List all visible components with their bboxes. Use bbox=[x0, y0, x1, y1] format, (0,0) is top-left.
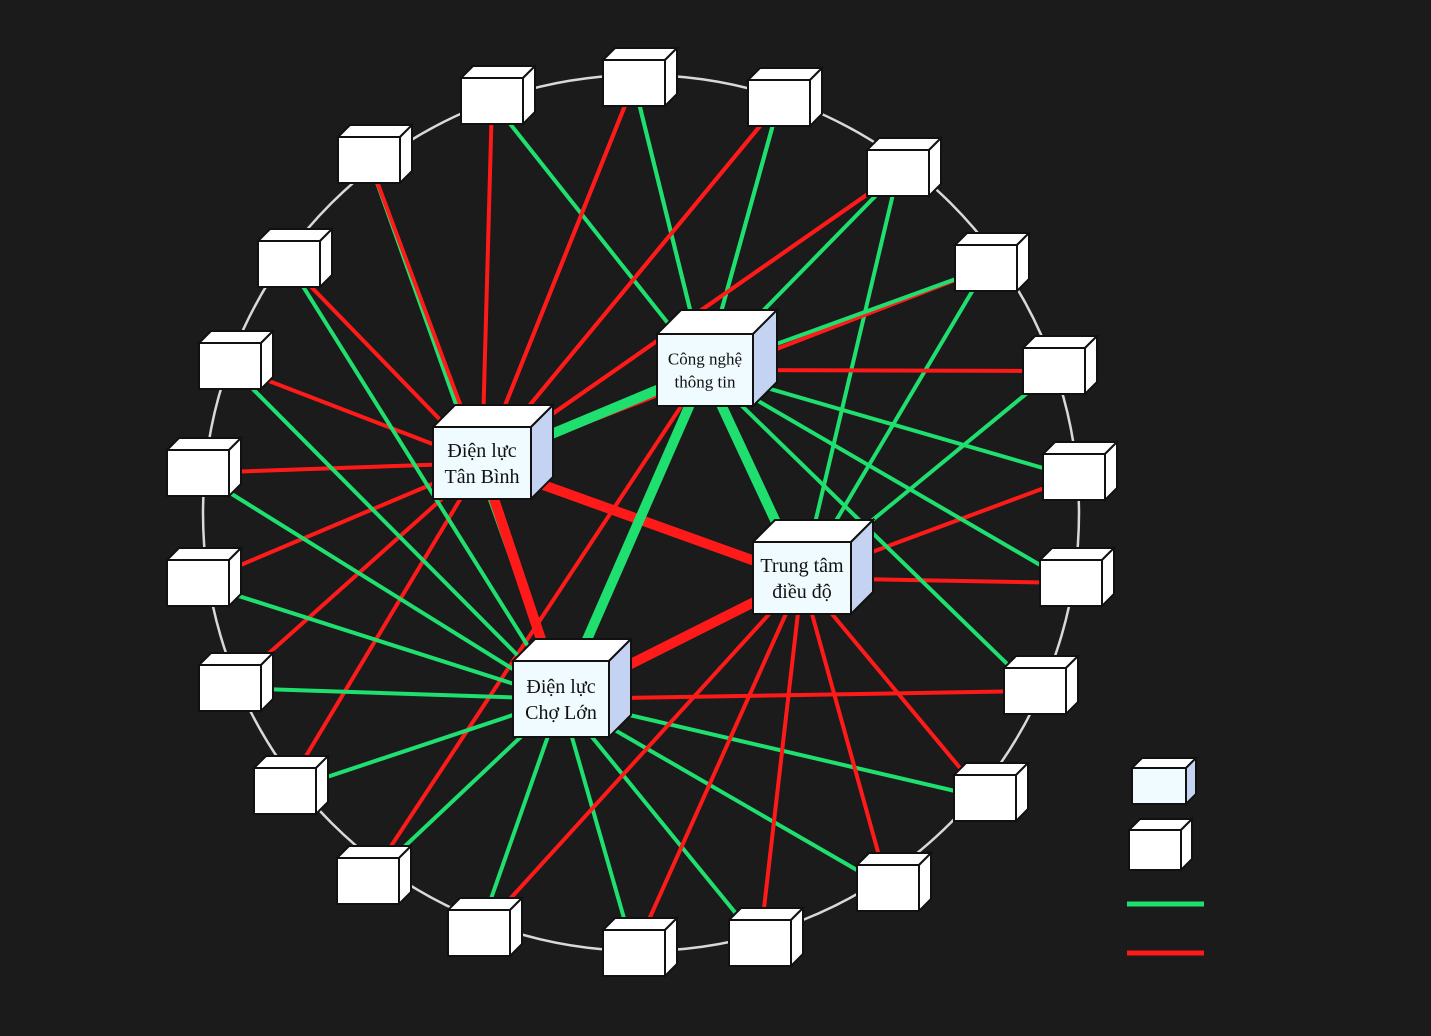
hub-label-trungtam-line-2: điều độ bbox=[772, 581, 831, 603]
outer-node-18-face bbox=[166, 449, 230, 497]
legend-hub-box-face bbox=[1131, 767, 1187, 805]
link-node-3-trungtam bbox=[800, 172, 900, 579]
hub-box-cntt-face bbox=[656, 333, 754, 407]
hub-cntt: Công nghệ thông tin bbox=[654, 307, 780, 409]
link-node-22-tanbinh bbox=[480, 100, 494, 464]
link-node-11-cholon bbox=[559, 697, 762, 945]
outer-node-4-face bbox=[954, 244, 1018, 292]
outer-node-16-face bbox=[198, 664, 262, 712]
outer-node-6-face bbox=[1042, 453, 1106, 501]
link-node-16-tanbinh bbox=[228, 461, 484, 690]
outer-node-19 bbox=[196, 328, 276, 392]
outer-node-18 bbox=[164, 435, 244, 499]
outer-node-21 bbox=[335, 122, 415, 186]
outer-node-13-face bbox=[447, 909, 511, 957]
outer-node-19-face bbox=[198, 342, 262, 390]
outer-node-9 bbox=[951, 760, 1031, 824]
outer-node-5-face bbox=[1022, 347, 1086, 395]
link-node-13-trungtam bbox=[477, 576, 804, 935]
outer-node-8 bbox=[1001, 653, 1081, 717]
outer-node-6 bbox=[1040, 439, 1120, 503]
outer-nodes-layer bbox=[164, 45, 1120, 979]
hub-box-cntt bbox=[654, 307, 780, 409]
outer-node-4 bbox=[952, 230, 1032, 294]
outer-node-10 bbox=[854, 850, 934, 914]
hub-label-trungtam-line-1: Trung tâm bbox=[760, 555, 844, 577]
link-node-20-cholon bbox=[287, 262, 563, 701]
hub-label-cntt-line-2: thông tin bbox=[675, 372, 736, 391]
legend bbox=[1126, 755, 1204, 956]
hub-box-cholon-face bbox=[512, 660, 610, 738]
hub-box-cholon bbox=[510, 636, 634, 740]
link-node-10-trungtam bbox=[800, 577, 890, 889]
outer-node-20 bbox=[255, 226, 335, 290]
link-node-24-tanbinh bbox=[480, 101, 781, 465]
hub-label-tanbinh-line-2: Tân Bình bbox=[445, 466, 520, 488]
hub-label-cntt-line-1: Công nghệ bbox=[668, 349, 742, 368]
outer-node-15 bbox=[251, 753, 331, 817]
outer-node-14-face bbox=[336, 857, 400, 905]
link-node-8-cholon bbox=[560, 689, 1036, 701]
outer-node-3-face bbox=[866, 149, 930, 197]
hub-box-tanbinh-face bbox=[432, 426, 532, 500]
outer-node-12 bbox=[600, 915, 680, 979]
outer-node-7-face bbox=[1039, 559, 1103, 607]
hub-box-tanbinh bbox=[430, 402, 556, 502]
outer-node-13 bbox=[445, 895, 525, 959]
hub-label-cholon-line-1: Điện lực bbox=[526, 676, 595, 698]
link-node-12-trungtam bbox=[632, 577, 804, 954]
hub-label-tanbinh-line-1: Điện lực bbox=[447, 440, 516, 462]
hub-box-trungtam-face bbox=[752, 541, 852, 615]
hub-label-cholon-line-2: Chợ Lớn bbox=[525, 702, 597, 724]
hub-trungtam: Trung tâm điều độ bbox=[750, 517, 876, 617]
outer-node-7 bbox=[1037, 545, 1117, 609]
outer-node-11 bbox=[726, 905, 806, 969]
outer-node-17 bbox=[164, 545, 244, 609]
outer-node-1-face bbox=[602, 59, 666, 107]
outer-node-1 bbox=[600, 45, 680, 109]
outer-node-16 bbox=[196, 650, 276, 714]
outer-node-8-face bbox=[1003, 667, 1067, 715]
link-node-11-trungtam bbox=[758, 577, 804, 944]
legend-hub-box bbox=[1129, 755, 1199, 807]
link-node-16-cholon bbox=[229, 686, 562, 701]
outer-node-9-face bbox=[953, 774, 1017, 822]
outer-node-21-face bbox=[337, 136, 401, 184]
outer-node-2-face bbox=[747, 79, 811, 127]
outer-node-20-face bbox=[257, 240, 321, 288]
legend-node-box-face bbox=[1128, 829, 1182, 871]
legend-node-box bbox=[1126, 816, 1195, 873]
link-node-23-tanbinh bbox=[480, 82, 636, 464]
link-node-18-cholon bbox=[196, 471, 563, 701]
link-node-12-cholon bbox=[559, 698, 636, 954]
outer-node-2 bbox=[745, 65, 825, 129]
outer-node-3 bbox=[864, 135, 944, 199]
outer-node-22 bbox=[458, 63, 538, 127]
outer-node-11-face bbox=[728, 919, 792, 967]
hub-box-trungtam bbox=[750, 517, 876, 617]
outer-node-12-face bbox=[602, 929, 666, 977]
link-node-7-cntt bbox=[703, 368, 1073, 585]
link-node-17-cholon bbox=[197, 581, 562, 701]
outer-node-14 bbox=[334, 843, 414, 907]
outer-node-17-face bbox=[166, 559, 230, 607]
outer-node-10-face bbox=[856, 864, 920, 912]
outer-node-22-face bbox=[460, 77, 524, 125]
outer-node-5 bbox=[1020, 333, 1100, 397]
outer-node-15-face bbox=[253, 767, 317, 815]
link-node-19-cholon bbox=[228, 364, 563, 701]
